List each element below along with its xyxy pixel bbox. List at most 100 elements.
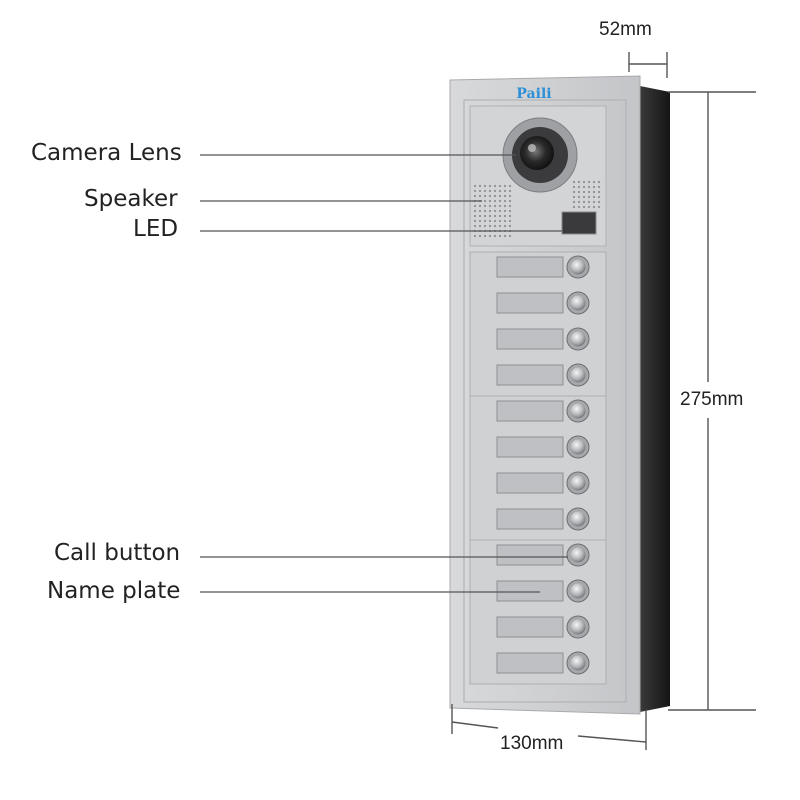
speaker-hole xyxy=(498,234,502,238)
speaker-hole xyxy=(503,189,507,193)
name-plate xyxy=(496,508,564,530)
speaker-hole xyxy=(493,209,497,213)
speaker-hole xyxy=(587,185,591,189)
speaker-hole xyxy=(577,195,581,199)
speaker-hole xyxy=(488,219,492,223)
name-plate xyxy=(496,652,564,674)
call-button[interactable] xyxy=(570,403,586,419)
speaker-hole xyxy=(572,195,576,199)
speaker-hole xyxy=(508,194,512,198)
speaker-hole xyxy=(503,234,507,238)
name-plate xyxy=(496,328,564,350)
call-button[interactable] xyxy=(570,367,586,383)
speaker-hole xyxy=(488,199,492,203)
speaker-hole xyxy=(508,209,512,213)
speaker-hole xyxy=(498,184,502,188)
name-plate xyxy=(496,544,564,566)
speaker-hole xyxy=(577,200,581,204)
call-button[interactable] xyxy=(570,619,586,635)
led-window xyxy=(561,211,597,235)
name-plate xyxy=(496,616,564,638)
speaker-hole xyxy=(503,219,507,223)
call-button[interactable] xyxy=(570,439,586,455)
speaker-hole xyxy=(508,189,512,193)
speaker-hole xyxy=(592,185,596,189)
speaker-hole xyxy=(498,209,502,213)
speaker-hole xyxy=(483,224,487,228)
call-button[interactable] xyxy=(570,295,586,311)
call-button[interactable] xyxy=(570,583,586,599)
speaker-hole xyxy=(493,194,497,198)
call-button[interactable] xyxy=(570,331,586,347)
speaker-hole xyxy=(597,200,601,204)
brand-logo: Paili xyxy=(516,86,551,102)
speaker-hole xyxy=(587,205,591,209)
speaker-hole xyxy=(493,214,497,218)
speaker-hole xyxy=(503,209,507,213)
speaker-hole xyxy=(508,199,512,203)
speaker-hole xyxy=(577,205,581,209)
speaker-hole xyxy=(483,194,487,198)
speaker-hole xyxy=(473,204,477,208)
speaker-hole xyxy=(473,194,477,198)
speaker-hole xyxy=(587,190,591,194)
name-plate xyxy=(496,292,564,314)
speaker-hole xyxy=(597,185,601,189)
speaker-hole xyxy=(493,189,497,193)
speaker-hole xyxy=(478,209,482,213)
speaker-hole xyxy=(508,214,512,218)
speaker-hole xyxy=(473,234,477,238)
speaker-hole xyxy=(577,185,581,189)
dim-label-width: 130mm xyxy=(500,733,564,754)
speaker-hole xyxy=(503,214,507,218)
speaker-hole xyxy=(488,184,492,188)
speaker-hole xyxy=(478,184,482,188)
speaker-hole xyxy=(493,234,497,238)
speaker-hole xyxy=(488,224,492,228)
label-speaker: Speaker xyxy=(84,186,178,212)
call-button[interactable] xyxy=(570,259,586,275)
speaker-hole xyxy=(498,204,502,208)
speaker-hole xyxy=(582,190,586,194)
speaker-hole xyxy=(582,185,586,189)
speaker-hole xyxy=(478,204,482,208)
speaker-hole xyxy=(508,234,512,238)
speaker-hole xyxy=(577,180,581,184)
speaker-hole xyxy=(572,180,576,184)
speaker-hole xyxy=(582,200,586,204)
call-button[interactable] xyxy=(570,655,586,671)
dim-label-depth: 52mm xyxy=(599,19,652,40)
speaker-hole xyxy=(498,199,502,203)
camera-lens-glass xyxy=(520,136,554,170)
speaker-hole xyxy=(508,219,512,223)
dim-width-line-left xyxy=(451,721,499,729)
speaker-hole xyxy=(498,194,502,198)
speaker-hole xyxy=(498,189,502,193)
name-plate xyxy=(496,364,564,386)
speaker-hole xyxy=(478,234,482,238)
call-button[interactable] xyxy=(570,547,586,563)
speaker-hole xyxy=(473,219,477,223)
speaker-hole xyxy=(587,180,591,184)
name-plate xyxy=(496,256,564,278)
speaker-hole xyxy=(498,219,502,223)
call-button[interactable] xyxy=(570,475,586,491)
speaker-hole xyxy=(582,180,586,184)
speaker-hole xyxy=(483,189,487,193)
panel-side xyxy=(640,86,670,712)
speaker-hole xyxy=(488,234,492,238)
speaker-hole xyxy=(592,200,596,204)
speaker-hole xyxy=(572,200,576,204)
speaker-hole xyxy=(478,224,482,228)
speaker-hole xyxy=(488,214,492,218)
speaker-hole xyxy=(508,204,512,208)
speaker-hole xyxy=(483,184,487,188)
speaker-hole xyxy=(597,180,601,184)
call-button[interactable] xyxy=(570,511,586,527)
dim-label-height: 275mm xyxy=(680,389,744,410)
speaker-hole xyxy=(503,199,507,203)
speaker-hole xyxy=(587,195,591,199)
button-modules xyxy=(469,251,607,685)
speaker-hole xyxy=(483,234,487,238)
